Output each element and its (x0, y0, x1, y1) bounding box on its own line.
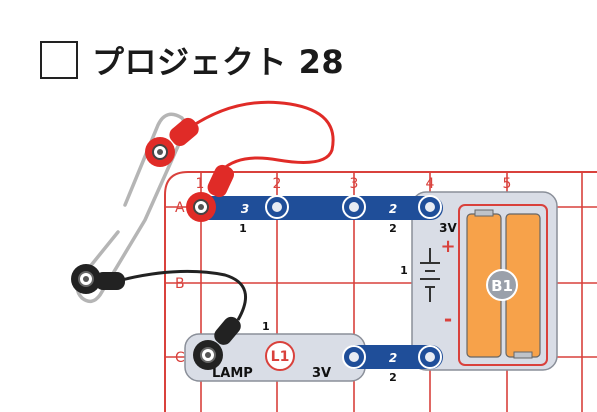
snap-wire-c[interactable]: 2 2 (343, 345, 443, 384)
red-jumper-wire[interactable] (145, 100, 335, 222)
lamp-level: 1 (262, 320, 270, 333)
lamp-label: L1 (271, 349, 290, 365)
wire-level: 1 (239, 222, 247, 235)
battery-minus: - (444, 307, 452, 331)
snap-wire-a-right[interactable]: 2 2 (343, 196, 443, 235)
column-label: 4 (426, 176, 435, 192)
row-label: B (175, 276, 185, 292)
black-jumper-wire[interactable] (71, 264, 247, 370)
snap-connectors (265, 195, 442, 369)
wire-number: 3 (241, 202, 249, 216)
battery-plus: + (440, 236, 455, 257)
wire-number: 2 (389, 202, 397, 216)
column-label: 2 (273, 176, 282, 192)
column-label: 3 (350, 176, 359, 192)
row-label: A (175, 200, 185, 216)
wire-number: 2 (389, 351, 397, 365)
snap-c4[interactable] (418, 345, 442, 369)
column-label: 1 (196, 176, 205, 192)
battery-holder[interactable]: B1 3V + - 1 (400, 191, 558, 371)
lamp-name: LAMP (212, 366, 253, 381)
column-label: 5 (503, 176, 512, 192)
project-title: プロジェクト 28 (92, 43, 345, 81)
wire-level: 2 (389, 371, 397, 384)
snap-a4[interactable] (418, 195, 442, 219)
wire-level: 2 (389, 222, 397, 235)
snap-c3[interactable] (342, 345, 366, 369)
lamp-voltage: 3V (312, 366, 331, 381)
snap-a3[interactable] (342, 195, 366, 219)
row-label: C (175, 350, 185, 366)
title-row: プロジェクト 28 (40, 30, 344, 90)
project-checkbox[interactable] (40, 41, 78, 79)
battery-label: B1 (491, 277, 513, 295)
snap-a2[interactable] (265, 195, 289, 219)
battery-level: 1 (400, 264, 408, 277)
battery-voltage: 3V (439, 221, 457, 235)
battery-symbol-icon (420, 248, 440, 302)
